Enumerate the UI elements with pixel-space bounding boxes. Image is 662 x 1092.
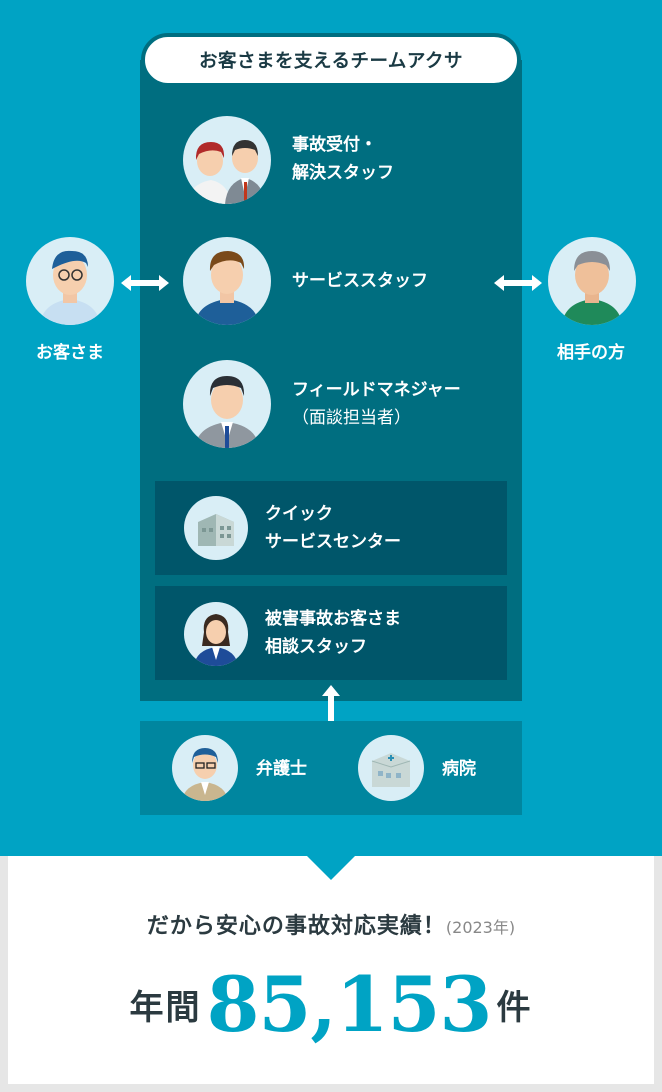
field-manager-avatar-icon (183, 360, 271, 448)
vertical-double-arrow-icon (322, 685, 340, 737)
headline-year: (2023年) (445, 918, 516, 937)
reception-staff-avatar-icon (183, 116, 271, 204)
consultation-staff-avatar-icon (184, 602, 248, 666)
service-staff-label: サービススタッフ (292, 271, 428, 291)
headline-text: だから安心の事故対応実績！ (146, 914, 446, 939)
stat-suffix: 件 (496, 988, 533, 1028)
other-party-double-arrow-icon (494, 275, 542, 291)
annual-accident-count: 年間 85,153 件 (0, 960, 662, 1049)
results-headline: だから安心の事故対応実績！(2023年) (0, 908, 662, 940)
reception-staff-label: 事故受付・ 解決スタッフ (292, 135, 394, 183)
section-pointer (306, 855, 356, 880)
stat-value: 85,153 (206, 960, 493, 1049)
customer-avatar-icon (26, 237, 114, 325)
other-party-avatar-icon (548, 237, 636, 325)
lawyer-avatar-icon (172, 735, 238, 801)
hospital-label: 病院 (442, 759, 476, 779)
hospital-icon (358, 735, 424, 801)
service-staff-avatar-icon (183, 237, 271, 325)
other-party-label: 相手の方 (557, 343, 625, 363)
customer-double-arrow-icon (121, 275, 169, 291)
field-manager-label: フィールドマネジャー （面談担当者） (292, 380, 461, 428)
stat-prefix: 年間 (129, 988, 202, 1028)
consultation-staff-label: 被害事故お客さま 相談スタッフ (265, 609, 401, 657)
customer-label: お客さま (36, 343, 104, 363)
building-icon (184, 496, 248, 560)
team-title: お客さまを支えるチームアクサ (141, 33, 521, 87)
quick-service-center-label: クイック サービスセンター (265, 504, 401, 552)
results-section (8, 856, 654, 1084)
lawyer-label: 弁護士 (256, 759, 307, 779)
